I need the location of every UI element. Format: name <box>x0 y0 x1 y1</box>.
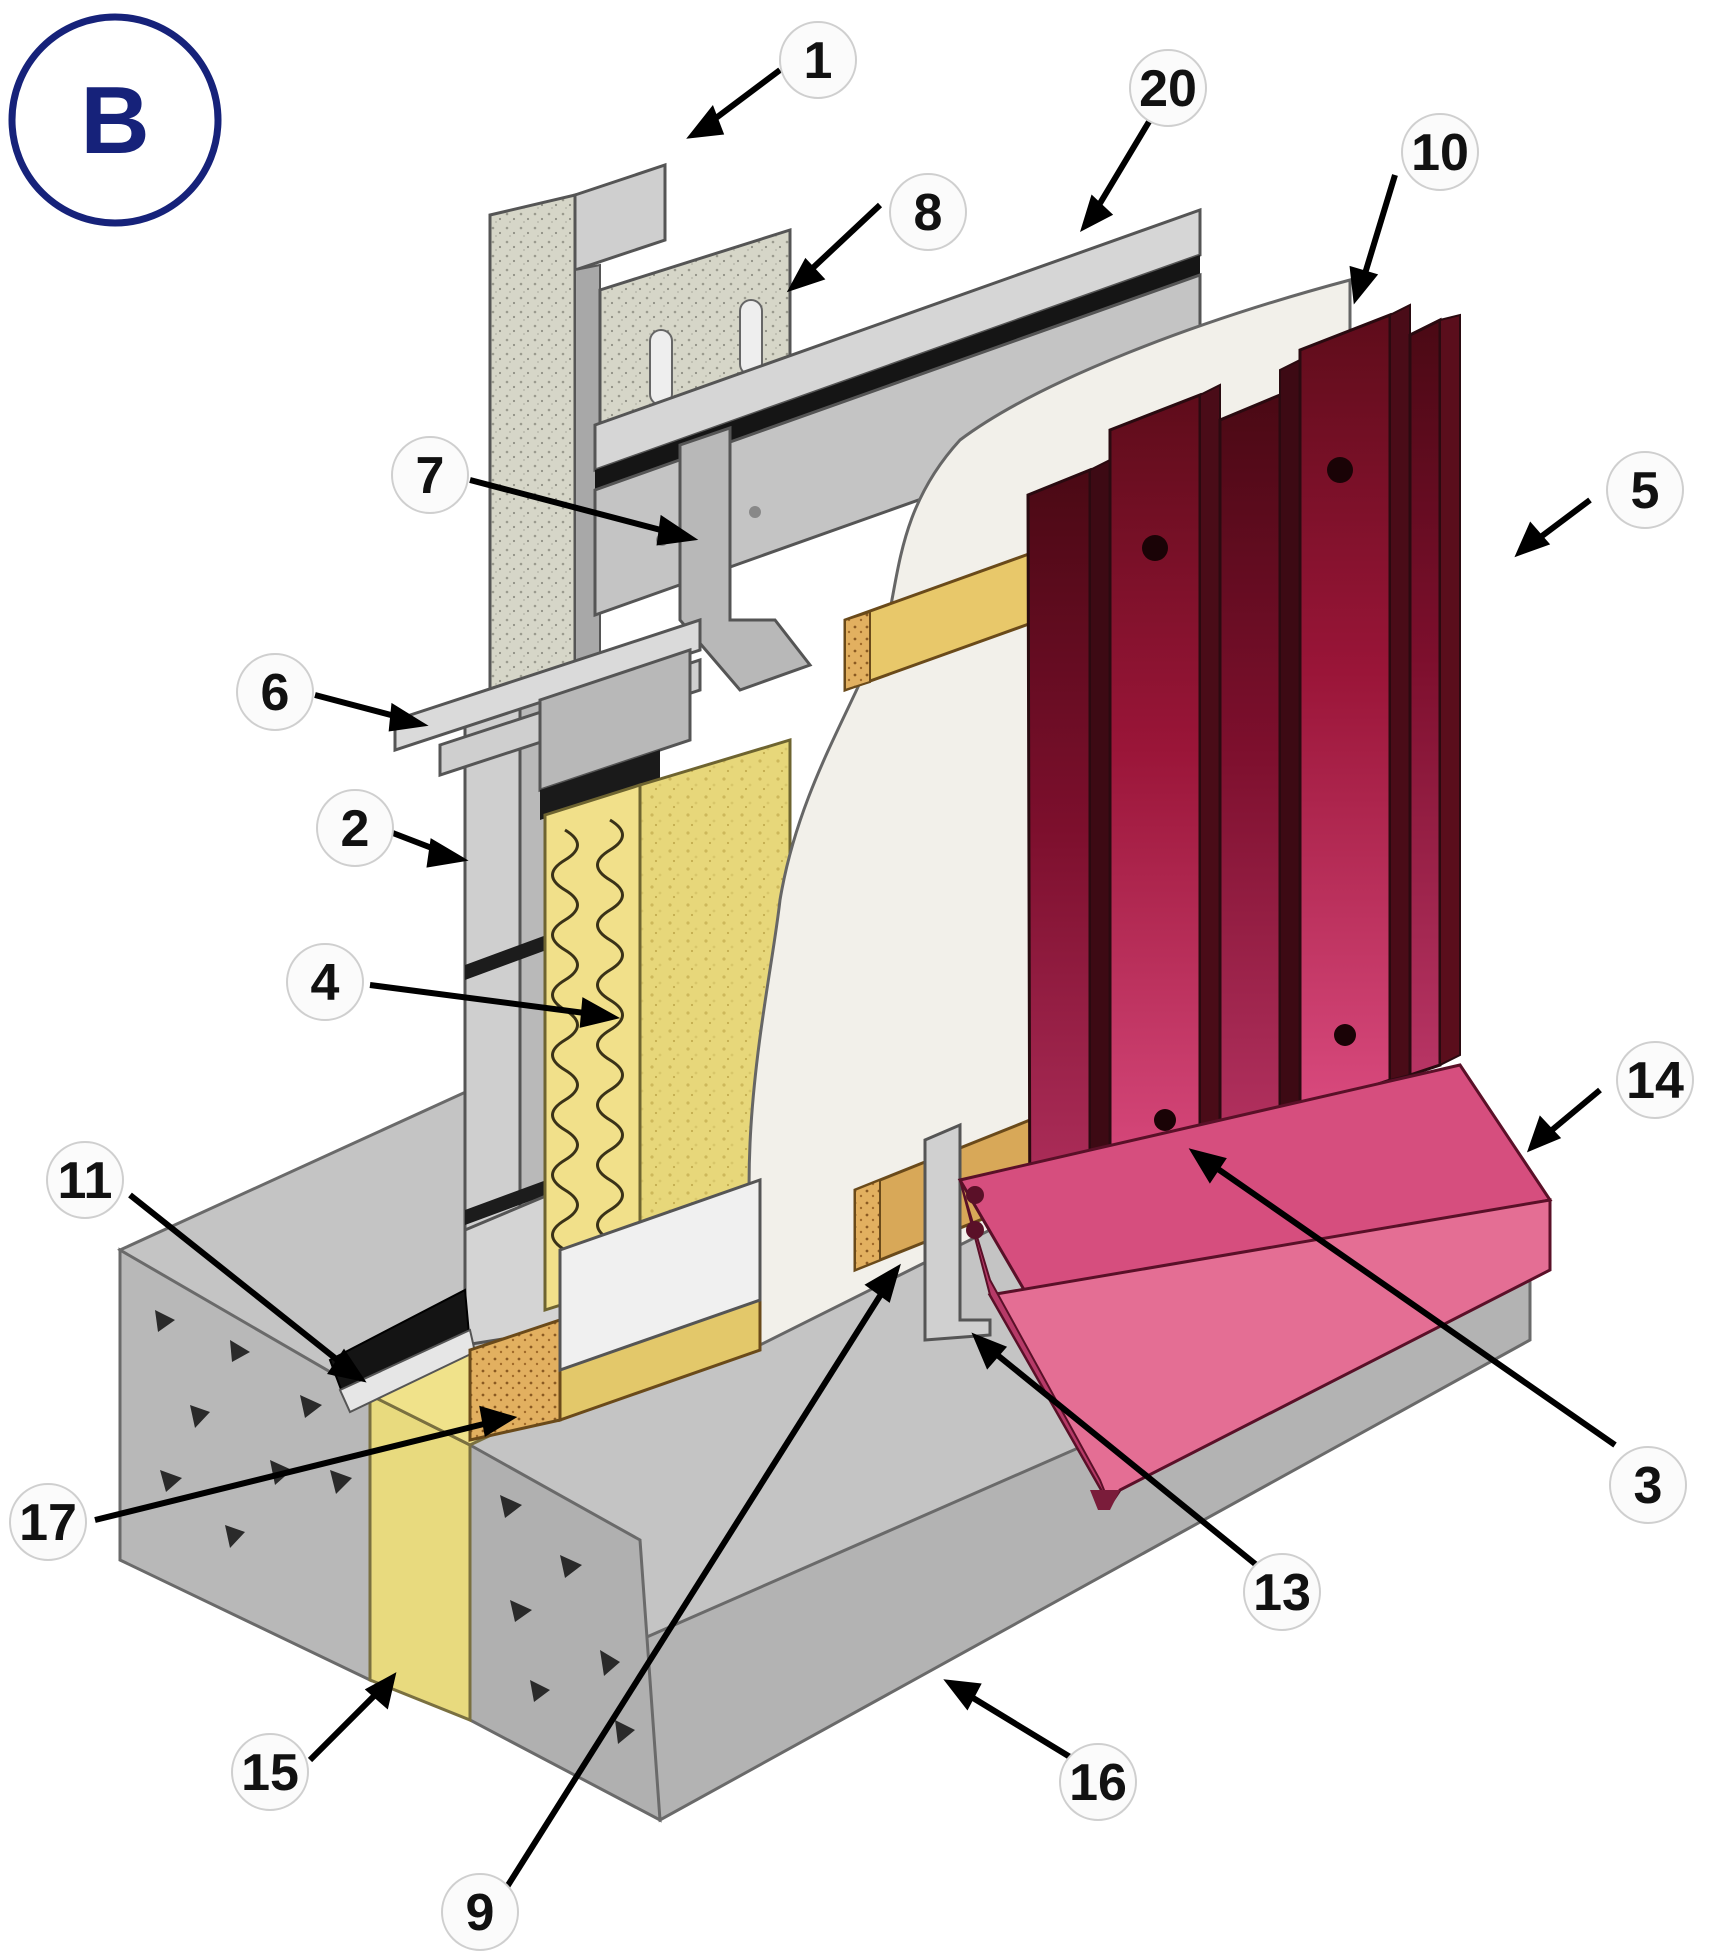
wall-channel <box>393 617 702 820</box>
column-web <box>488 193 577 693</box>
callout-4: 4 <box>286 943 364 1021</box>
girt <box>593 207 1202 692</box>
svg-text:20: 20 <box>1139 60 1197 118</box>
leader-arrows <box>94 67 1617 1892</box>
perimeter-insulation <box>368 1392 472 1723</box>
callout-1: 1 <box>779 21 857 99</box>
concrete-aggregate <box>155 1310 635 1744</box>
column-flange <box>573 162 667 273</box>
callout-20: 20 <box>1129 49 1207 127</box>
base-flashing <box>957 1063 1553 1510</box>
svg-text:14: 14 <box>1626 1052 1684 1110</box>
svg-text:4: 4 <box>311 954 340 1012</box>
svg-text:15: 15 <box>241 1744 299 1802</box>
exterior-wall-panel <box>1026 303 1461 1273</box>
sill-assembly <box>468 547 1042 1442</box>
callout-labels: 1 20 8 10 7 5 6 2 <box>9 21 1694 1951</box>
callout-7: 7 <box>391 436 469 514</box>
angle-bracket <box>923 1122 992 1342</box>
callout-8: 8 <box>889 173 967 251</box>
callout-14: 14 <box>1616 1041 1694 1119</box>
callout-5: 5 <box>1606 451 1684 529</box>
svg-text:10: 10 <box>1411 124 1469 182</box>
svg-text:17: 17 <box>19 1494 77 1552</box>
svg-text:2: 2 <box>341 800 370 858</box>
callout-17: 17 <box>9 1483 87 1561</box>
base-angle <box>558 1177 762 1373</box>
callout-3: 3 <box>1609 1446 1687 1524</box>
svg-text:5: 5 <box>1631 462 1660 520</box>
callout-10: 10 <box>1401 113 1479 191</box>
callout-2: 2 <box>316 789 394 867</box>
callout-11: 11 <box>46 1141 124 1219</box>
svg-text:9: 9 <box>466 1884 495 1942</box>
exterior-cladding <box>328 657 562 1414</box>
callout-6: 6 <box>236 653 314 731</box>
svg-text:16: 16 <box>1069 1754 1127 1812</box>
svg-text:7: 7 <box>416 447 445 505</box>
badge-letter: B <box>80 67 149 174</box>
svg-text:1: 1 <box>804 32 833 90</box>
svg-text:3: 3 <box>1634 1457 1663 1515</box>
figure-badge: B <box>8 13 222 227</box>
callout-16: 16 <box>1059 1743 1137 1821</box>
svg-text:11: 11 <box>58 1152 113 1210</box>
svg-text:13: 13 <box>1253 1564 1311 1622</box>
callout-9: 9 <box>441 1873 519 1951</box>
svg-text:6: 6 <box>261 664 290 722</box>
svg-text:8: 8 <box>914 184 943 242</box>
callout-13: 13 <box>1243 1553 1321 1631</box>
callout-15: 15 <box>231 1733 309 1811</box>
